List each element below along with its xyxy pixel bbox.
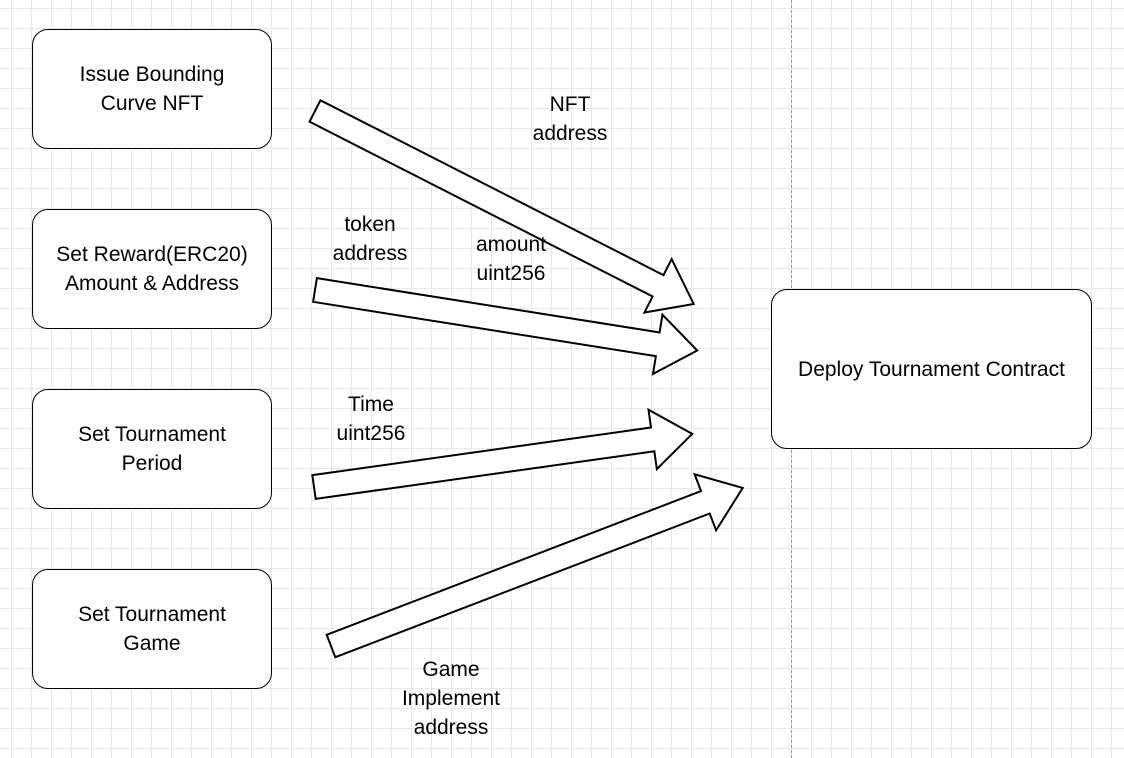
- set-game-label: Set Tournament Game: [78, 603, 226, 655]
- arrow-nft-to-deploy[interactable]: [301, 84, 707, 330]
- set-game-node[interactable]: Set Tournament Game: [32, 569, 272, 689]
- issue-nft-node[interactable]: Issue Bounding Curve NFT: [32, 29, 272, 149]
- deploy-contract-label: Deploy Tournament Contract: [798, 357, 1065, 381]
- edge-label-time-uint256: Time uint256: [336, 393, 406, 445]
- arrow-period-to-deploy[interactable]: [310, 404, 697, 517]
- edge-label-amount-uint256: amount uint256: [475, 233, 547, 285]
- issue-nft-label: Issue Bounding Curve NFT: [79, 63, 225, 115]
- arrow-game-to-deploy[interactable]: [320, 460, 753, 674]
- arrow-reward-to-deploy[interactable]: [310, 260, 702, 380]
- set-period-label: Set Tournament Period: [78, 423, 226, 475]
- edge-label-game-implement-address: Game Implement address: [401, 658, 501, 739]
- edge-label-token-address: token address: [332, 213, 408, 265]
- edge-label-nft-address: NFT address: [532, 93, 608, 145]
- deploy-contract-node[interactable]: Deploy Tournament Contract: [771, 289, 1092, 449]
- set-reward-node[interactable]: Set Reward(ERC20) Amount & Address: [32, 209, 272, 329]
- set-reward-label: Set Reward(ERC20) Amount & Address: [56, 243, 248, 295]
- set-period-node[interactable]: Set Tournament Period: [32, 389, 272, 509]
